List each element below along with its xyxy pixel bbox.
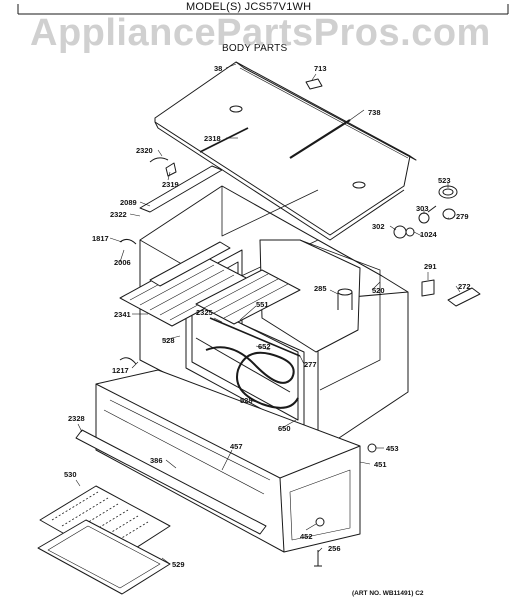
rod-2318	[199, 127, 249, 153]
part-label: 551	[256, 300, 269, 309]
drawer-front	[95, 369, 361, 553]
part-label: 2089	[120, 198, 137, 207]
part-label: 452	[300, 532, 313, 541]
part-label: 528	[240, 396, 253, 405]
part-label: 523	[438, 176, 451, 185]
part-label: 1217	[112, 366, 129, 375]
part-label: 738	[368, 108, 381, 117]
rod-738	[289, 119, 351, 159]
part-label: 528	[162, 336, 175, 345]
part-label: 303	[416, 204, 429, 213]
part-label: 2325	[196, 308, 213, 317]
drawer-trim	[75, 429, 267, 535]
part-label: 272	[458, 282, 471, 291]
part-label: 713	[314, 64, 327, 73]
part-label: 2341	[114, 310, 131, 319]
leveling-leg	[314, 550, 322, 567]
part-label: 451	[374, 460, 387, 469]
part-label: 453	[386, 444, 399, 453]
part-label: 650	[278, 424, 291, 433]
part-label: 529	[172, 560, 185, 569]
part-label: 386	[150, 456, 163, 465]
part-label: 2322	[110, 210, 127, 219]
part-label: 457	[230, 442, 243, 451]
part-label: 277	[304, 360, 317, 369]
part-label: 520	[372, 286, 385, 295]
leader-lines	[75, 63, 461, 565]
part-label: 291	[424, 262, 437, 271]
bracket-1217	[119, 357, 137, 365]
bracket-1817	[119, 238, 137, 245]
part-label: 2318	[204, 134, 221, 143]
part-label: 285	[314, 284, 327, 293]
switch-291	[421, 279, 435, 297]
part-label: 2328	[68, 414, 85, 423]
part-label: 302	[372, 222, 385, 231]
watermark: AppliancePartsPros.com	[30, 12, 491, 54]
part-label: 652	[258, 342, 271, 351]
art-number: (ART NO. WB11491) C2	[352, 590, 424, 597]
oven-racks	[119, 241, 301, 327]
part-label: 530	[64, 470, 77, 479]
part-label: 256	[328, 544, 341, 553]
part-label: 1817	[92, 234, 109, 243]
terminal-block	[447, 287, 481, 307]
part-label: 2320	[136, 146, 153, 155]
part-label: 279	[456, 212, 469, 221]
clip-713	[305, 78, 323, 90]
top-panel	[154, 61, 417, 241]
screw-453	[367, 443, 377, 453]
part-label: 1024	[420, 230, 437, 239]
model-title: MODEL(S) JCS57V1WH	[186, 1, 312, 13]
foot-452	[315, 517, 325, 527]
part-label: 38	[214, 64, 223, 73]
part-label: 2319	[162, 180, 179, 189]
part-label: 2006	[114, 258, 131, 267]
section-title: BODY PARTS	[222, 43, 288, 54]
